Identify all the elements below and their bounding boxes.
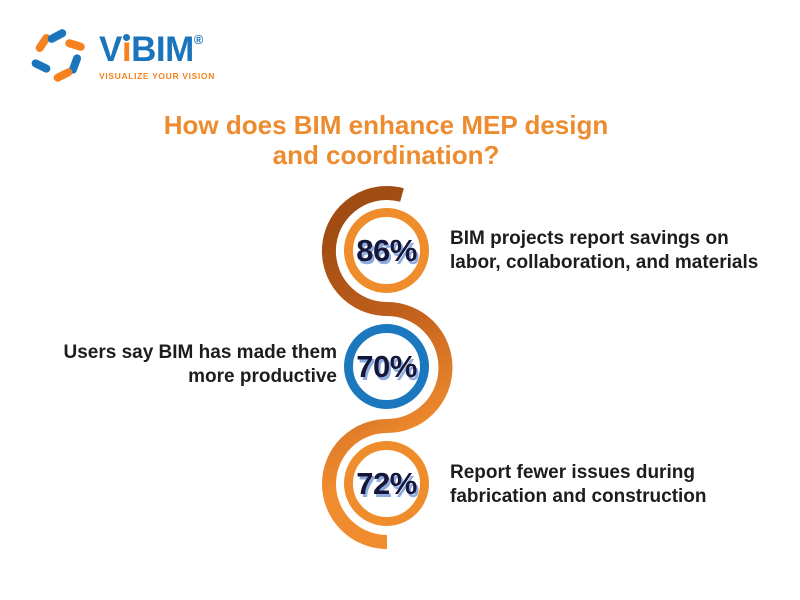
brand-text-block: ViBIM® VISUALIZE YOUR VISION bbox=[99, 26, 215, 81]
title-line-1: How does BIM enhance MEP design bbox=[163, 110, 609, 140]
stat-label-86-line-2: labor, collaboration, and materials bbox=[450, 252, 759, 273]
brand-name: ViBIM® bbox=[99, 32, 215, 67]
stat-label-72-line-2: fabrication and construction bbox=[450, 486, 707, 507]
brand-letter-v: V bbox=[99, 30, 122, 69]
stat-label-70-line-2: more productive bbox=[188, 366, 337, 387]
stat-label-72-line-1: Report fewer issues during bbox=[450, 462, 695, 483]
title-line-2: and coordination? bbox=[272, 140, 500, 170]
page-title: How does BIM enhance MEP design and coor… bbox=[0, 110, 772, 170]
stat-ring-72-percent: 72% bbox=[344, 441, 429, 526]
stat-label-72-percent: Report fewer issues during fabrication a… bbox=[450, 461, 707, 509]
brand-logo: ViBIM® VISUALIZE YOUR VISION bbox=[28, 26, 215, 90]
registered-trademark-symbol: ® bbox=[193, 32, 204, 47]
stat-ring-86-percent: 86% bbox=[344, 208, 429, 293]
brand-letter-i: i bbox=[121, 30, 132, 69]
brand-letters-bim: BIM bbox=[131, 30, 194, 69]
stat-value-86-percent: 86% bbox=[356, 232, 417, 268]
stat-ring-70-percent: 70% bbox=[344, 324, 429, 409]
stat-label-70-line-1: Users say BIM has made them bbox=[63, 342, 337, 363]
stat-label-70-percent: Users say BIM has made them more product… bbox=[63, 341, 337, 389]
stat-value-70-percent: 70% bbox=[356, 348, 417, 384]
stat-label-86-percent: BIM projects report savings on labor, co… bbox=[450, 227, 758, 275]
serpentine-path bbox=[321, 186, 453, 549]
stat-label-86-line-1: BIM projects report savings on bbox=[450, 228, 729, 249]
brand-tagline: VISUALIZE YOUR VISION bbox=[99, 71, 215, 81]
stat-value-72-percent: 72% bbox=[356, 465, 417, 501]
